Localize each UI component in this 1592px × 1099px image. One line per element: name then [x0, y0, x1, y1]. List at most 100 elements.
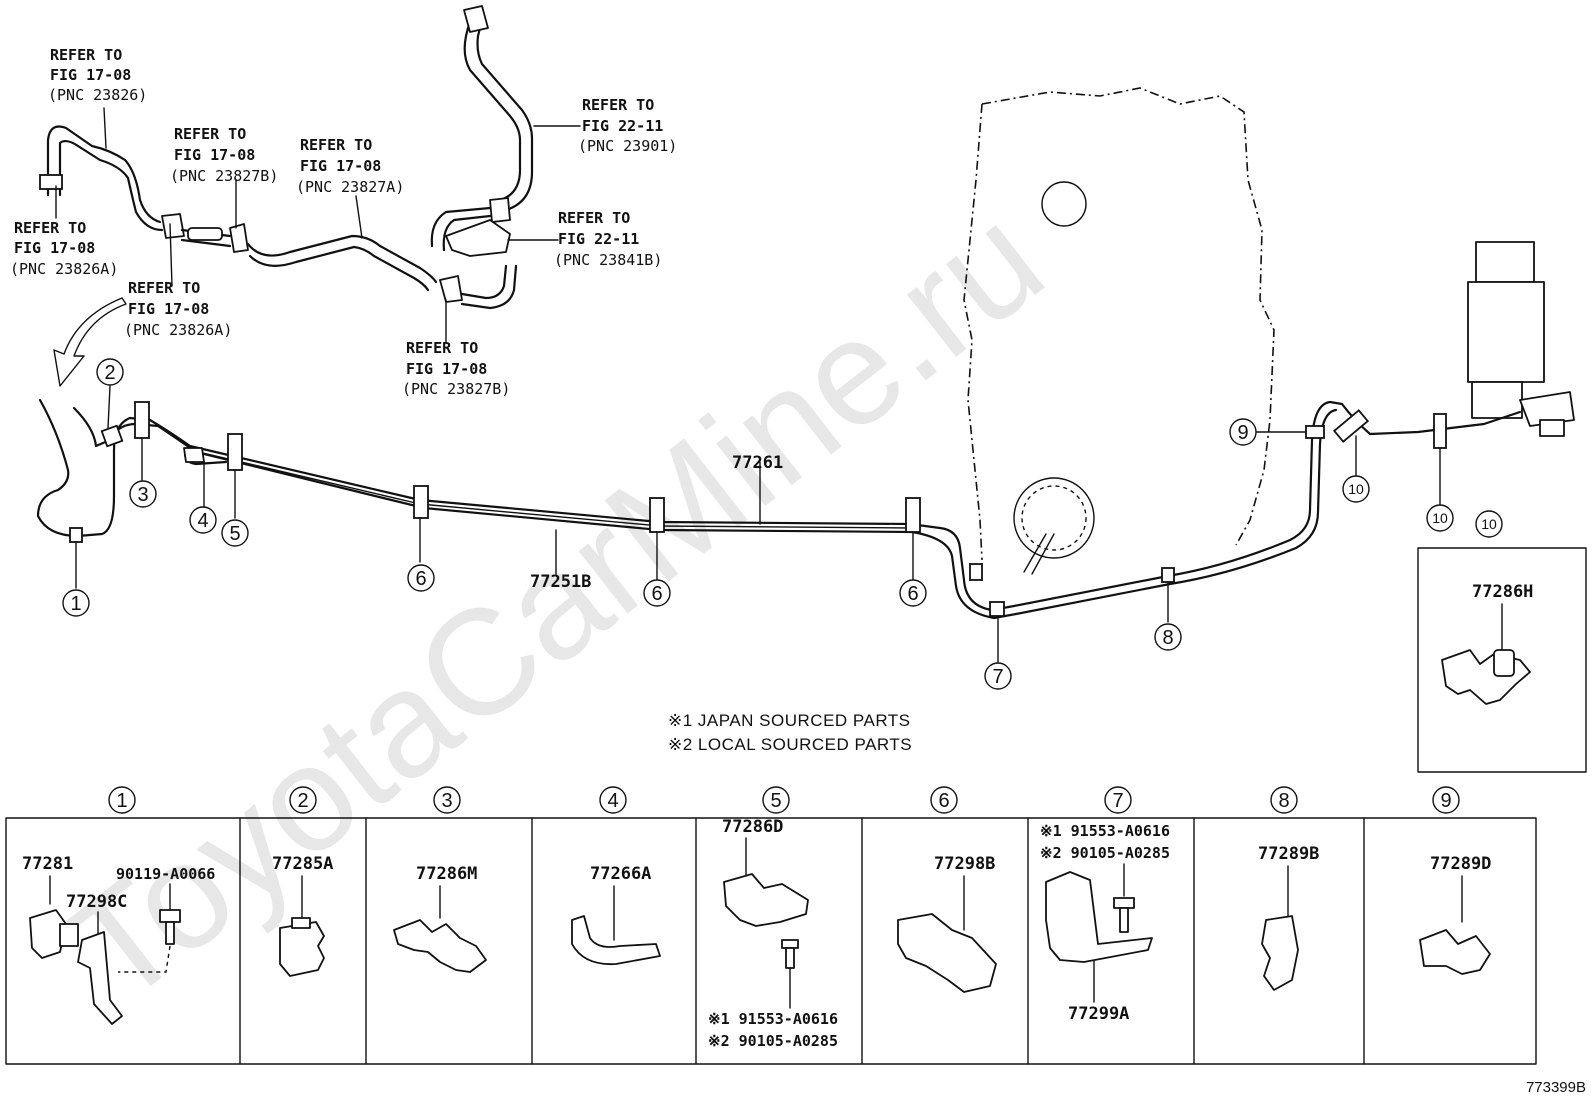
svg-text:REFER TO: REFER TO	[128, 279, 200, 297]
fuel-filter-canister	[1467, 241, 1575, 437]
ref-label-4: REFER TO FIG 17-08 (PNC 23827A)	[296, 136, 404, 196]
note-local: ※2 LOCAL SOURCED PARTS	[668, 735, 912, 754]
svg-text:(PNC 23826): (PNC 23826)	[48, 86, 147, 104]
table-header-4: 4	[599, 786, 627, 814]
callout-9: 9	[1229, 418, 1257, 446]
svg-text:7: 7	[992, 666, 1003, 688]
svg-text:(PNC 23827A): (PNC 23827A)	[296, 178, 404, 196]
svg-text:(PNC 23826A): (PNC 23826A)	[124, 321, 232, 339]
callout-4: 4	[189, 506, 217, 534]
table-header-1: 1	[108, 786, 136, 814]
ref-label-2: REFER TO FIG 17-08 (PNC 23826A)	[10, 219, 118, 278]
table-header-9: 9	[1432, 786, 1460, 814]
table-frame	[5, 817, 1537, 1065]
cell-5: 77286D ※1 91553-A0616 ※2 90105-A0285	[708, 817, 838, 1050]
callout-6a: 6	[407, 564, 435, 592]
svg-text:(PNC 23901): (PNC 23901)	[578, 137, 677, 155]
direction-arrow	[53, 297, 127, 387]
svg-text:1: 1	[70, 593, 81, 615]
fuel-pump-ring-inner	[1021, 485, 1087, 551]
svg-text:6: 6	[938, 790, 949, 812]
note-japan: ※1 JAPAN SOURCED PARTS	[668, 711, 911, 730]
svg-text:※1 91553-A0616: ※1 91553-A0616	[1040, 822, 1170, 840]
svg-text:REFER TO: REFER TO	[50, 46, 122, 64]
svg-text:FIG 17-08: FIG 17-08	[14, 239, 95, 257]
svg-text:FIG 17-08: FIG 17-08	[50, 66, 131, 84]
callout-10c: 10	[1475, 510, 1503, 538]
hose-clamp	[489, 197, 511, 223]
svg-text:9: 9	[1237, 422, 1248, 444]
hose-clamp	[229, 223, 249, 253]
svg-text:90119-A0066: 90119-A0066	[116, 865, 215, 883]
svg-text:5: 5	[229, 523, 240, 545]
svg-text:6: 6	[651, 583, 662, 605]
callout-8: 8	[1154, 623, 1182, 651]
svg-text:77286D: 77286D	[722, 817, 783, 837]
canister-bracket	[1519, 391, 1575, 427]
upper-hose-assembly	[39, 5, 581, 387]
svg-text:FIG 17-08: FIG 17-08	[406, 360, 487, 378]
clip-5	[227, 433, 243, 471]
clip-7b	[989, 601, 1005, 617]
clip-8	[1161, 567, 1175, 583]
svg-text:※2 90105-A0285: ※2 90105-A0285	[1040, 844, 1170, 862]
cell-9: 77289D	[1419, 854, 1491, 975]
svg-text:FIG 17-08: FIG 17-08	[174, 146, 255, 164]
table-header-3: 3	[433, 786, 461, 814]
svg-text:77298C: 77298C	[66, 892, 127, 912]
table-header-8: 8	[1270, 786, 1298, 814]
cell-7: ※1 91553-A0616 ※2 90105-A0285 77299A	[1040, 822, 1170, 1024]
svg-text:(PNC 23841B): (PNC 23841B)	[554, 251, 662, 269]
svg-text:7: 7	[1112, 790, 1123, 812]
table-header-5: 5	[762, 786, 790, 814]
svg-text:5: 5	[770, 790, 781, 812]
hose-joint	[161, 213, 185, 239]
svg-text:10: 10	[1481, 516, 1497, 532]
tank-hole	[1041, 181, 1087, 227]
canister-base	[1471, 381, 1523, 419]
callout-7: 7	[984, 662, 1012, 690]
callout-5: 5	[221, 519, 249, 547]
clip-10b	[1433, 413, 1447, 449]
callout-10a: 10	[1342, 475, 1370, 503]
svg-text:REFER TO: REFER TO	[582, 96, 654, 114]
table-header-6: 6	[930, 786, 958, 814]
svg-text:77289B: 77289B	[1258, 844, 1319, 864]
svg-text:(PNC 23827B): (PNC 23827B)	[170, 167, 278, 185]
valve-bracket	[445, 219, 511, 257]
clip-6a	[413, 485, 429, 519]
canister-connector	[1539, 419, 1565, 437]
svg-text:77266A: 77266A	[590, 864, 651, 884]
svg-text:10: 10	[1432, 510, 1448, 526]
svg-text:8: 8	[1278, 790, 1289, 812]
svg-text:6: 6	[415, 568, 426, 590]
fuel-tank-outline	[963, 87, 1275, 575]
table-header-2: 2	[289, 786, 317, 814]
svg-text:(PNC 23827B): (PNC 23827B)	[402, 380, 510, 398]
svg-text:6: 6	[907, 583, 918, 605]
svg-text:REFER TO: REFER TO	[300, 136, 372, 154]
svg-text:3: 3	[137, 484, 148, 506]
svg-text:77285A: 77285A	[272, 854, 333, 874]
svg-text:3: 3	[441, 790, 452, 812]
cell-3: 77286M	[393, 864, 487, 973]
callout-3: 3	[129, 480, 157, 508]
cell-4: 77266A	[571, 864, 661, 966]
svg-text:REFER TO: REFER TO	[558, 209, 630, 227]
svg-text:2: 2	[297, 790, 308, 812]
svg-text:77281: 77281	[22, 854, 73, 874]
svg-text:FIG 22-11: FIG 22-11	[558, 230, 639, 248]
callout-2: 2	[96, 358, 124, 386]
ref-label-8: REFER TO FIG 17-08 (PNC 23827B)	[402, 339, 510, 398]
svg-text:8: 8	[1162, 627, 1173, 649]
svg-text:4: 4	[607, 790, 618, 812]
connector-pipe	[187, 227, 223, 241]
part-77261: 77261	[732, 453, 783, 473]
hose-clamp	[439, 275, 463, 303]
ref-label-7: REFER TO FIG 17-08 (PNC 23826A)	[124, 279, 232, 339]
clip-1	[69, 527, 83, 543]
callout-10b: 10	[1426, 504, 1454, 532]
svg-text:77299A: 77299A	[1068, 1004, 1129, 1024]
